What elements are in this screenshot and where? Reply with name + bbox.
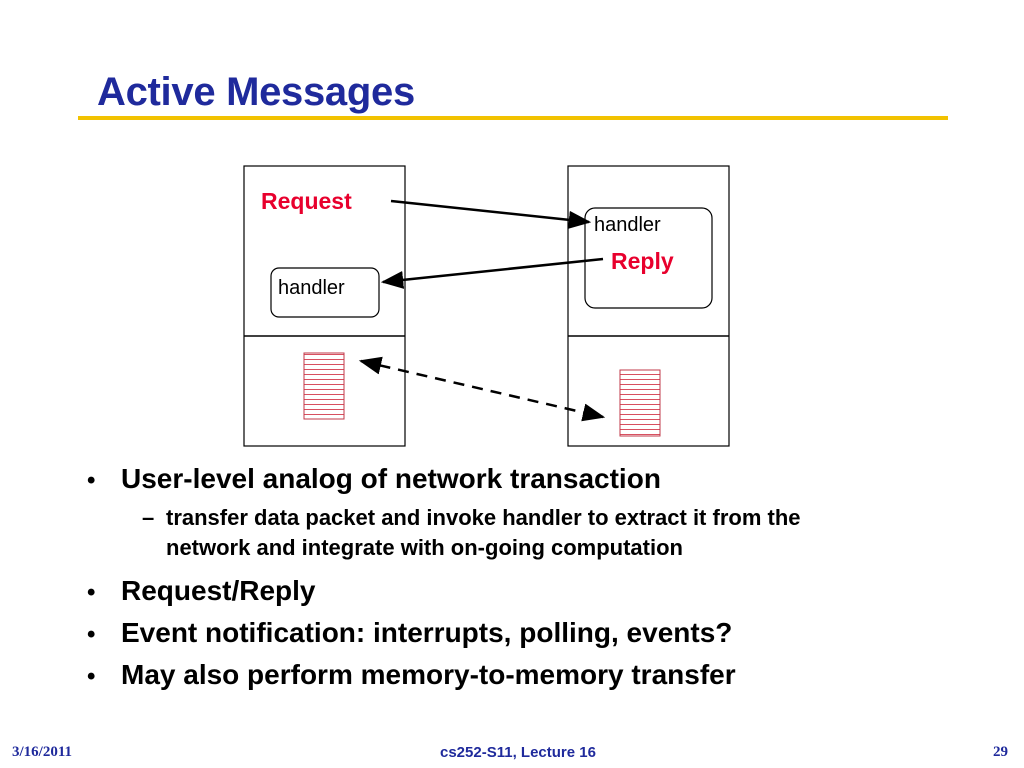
bullet-text: User-level analog of network transaction [121,463,661,494]
title-underline [78,116,948,120]
reply-arrow [380,257,604,289]
bullet-text: Event notification: interrupts, polling,… [121,617,733,648]
bullet-item: • User-level analog of network transacti… [87,463,937,495]
right-handler-label: handler [594,214,661,236]
footer-page-number: 29 [993,744,1008,760]
dash-glyph: – [142,505,155,530]
bullet-item: • Request/Reply [87,575,937,607]
bullet-glyph: • [87,467,96,494]
left-buffer [303,352,345,420]
request-arrow [390,199,592,229]
bullet-item: • Event notification: interrupts, pollin… [87,617,937,649]
bullet-glyph: • [87,579,96,606]
bullet-glyph: • [87,621,96,648]
footer-date: 3/16/2011 [12,744,73,760]
left-handler-box [270,267,380,318]
right-buffer [619,369,661,437]
sub-bullet-item: – transfer data packet and invoke handle… [142,503,862,563]
sub-bullet-text: transfer data packet and invoke handler … [166,505,801,560]
data-transfer-arrow [358,356,606,422]
page-title: Active Messages [97,70,415,114]
bullet-glyph: • [87,663,96,690]
footer-course: cs252-S11, Lecture 16 [440,744,596,761]
left-handler-label: handler [278,277,345,299]
bullet-list: • User-level analog of network transacti… [87,463,937,701]
request-label: Request [261,188,352,214]
bullet-text: May also perform memory-to-memory transf… [121,659,736,690]
right-handler-box [584,207,713,309]
bullet-item: • May also perform memory-to-memory tran… [87,659,937,691]
reply-label: Reply [611,248,674,274]
bullet-text: Request/Reply [121,575,316,606]
